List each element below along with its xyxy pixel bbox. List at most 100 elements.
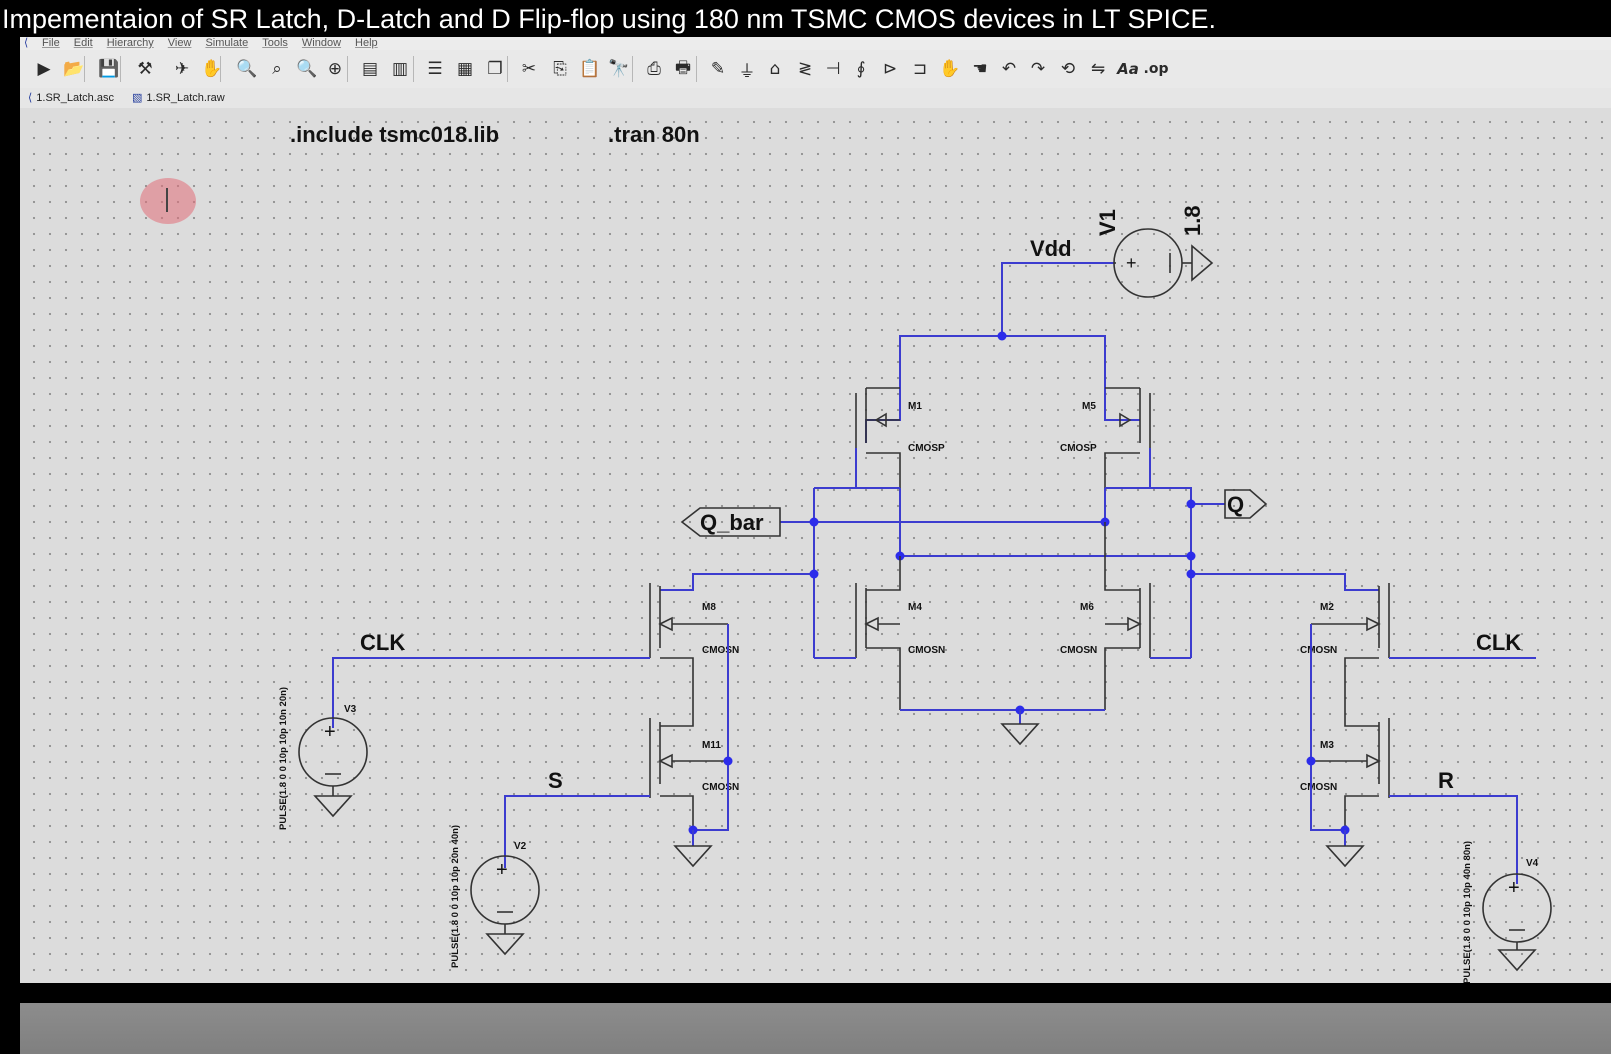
drag-icon[interactable]: ☚ (972, 59, 988, 79)
ground-icon (673, 845, 713, 868)
ltspice-window: ⟨ File Edit Hierarchy View Simulate Tool… (20, 37, 1611, 1054)
toolbar-separator (507, 56, 508, 82)
net-label-clk-left[interactable]: CLK (360, 630, 405, 655)
include-directive[interactable]: .include tsmc018.lib (290, 122, 499, 147)
redo-icon[interactable]: ↷ (1030, 59, 1046, 79)
menu-view[interactable]: View (167, 37, 192, 49)
rotate-icon[interactable]: ⟲ (1060, 59, 1076, 79)
schematic-canvas[interactable]: .include tsmc018.lib .tran 80n + V1 1.8 … (20, 108, 1611, 1054)
m5-name: M5 (1082, 401, 1096, 412)
grid-icon[interactable]: ▥ (391, 59, 409, 79)
draw-wire-icon[interactable]: ✎ (710, 59, 726, 79)
tile-vertical-icon[interactable]: ▦ (456, 59, 474, 79)
toolbar-separator (220, 56, 221, 82)
copy-icon[interactable]: ⎘ (553, 59, 567, 79)
pan-icon[interactable]: ✋ (201, 59, 223, 79)
v1-value: 1.8 (1180, 205, 1205, 236)
ground-icon[interactable]: ⏚ (738, 61, 756, 82)
diode-icon[interactable]: ⊳ (882, 59, 898, 79)
m6-model: CMOSN (1060, 645, 1097, 656)
plus-sign: + (324, 721, 336, 743)
menu-simulate[interactable]: Simulate (205, 37, 249, 49)
undo-icon[interactable]: ↶ (1001, 59, 1017, 79)
capacitor-icon[interactable]: ⊣ (825, 59, 841, 79)
inductor-icon[interactable]: ∮ (856, 59, 866, 79)
label-net-icon[interactable]: ⌂ (769, 59, 781, 79)
open-icon[interactable]: 📂 (63, 59, 85, 79)
tile-horizontal-icon[interactable]: ☰ (427, 59, 443, 79)
v3-name: V3 (344, 704, 357, 715)
q-bar-text: Q_bar (700, 510, 764, 535)
voltage-source-v1[interactable]: + V1 1.8 (1001, 205, 1214, 336)
run-icon[interactable]: ▶ (37, 59, 51, 79)
find-icon[interactable]: 🔭 (608, 59, 630, 79)
voltage-source-v3[interactable]: + V3 PULSE(1.8 0 0 10p 10p 10n 20n) (278, 687, 368, 830)
v3-value: PULSE(1.8 0 0 10p 10p 10n 20n) (278, 687, 289, 830)
net-label-r[interactable]: R (1438, 768, 1454, 793)
net-label-q[interactable]: Q (1224, 489, 1268, 519)
m2-name: M2 (1320, 602, 1334, 613)
transistor-m1[interactable]: M1 CMOSP (855, 387, 945, 488)
paste-icon[interactable]: 📋 (579, 59, 601, 79)
tab-waveform[interactable]: ▧1.SR_Latch.raw (132, 90, 225, 106)
halt-icon[interactable]: ✈ (174, 59, 190, 79)
m11-name: M11 (702, 740, 721, 751)
mirror-icon[interactable]: ⇋ (1090, 59, 1106, 79)
menu-tools[interactable]: Tools (262, 37, 288, 49)
net-label-clk-right[interactable]: CLK (1476, 630, 1521, 655)
m8-name: M8 (702, 602, 716, 613)
zoom-area-icon[interactable]: ⌕ (272, 59, 282, 79)
waveform-icon: ▧ (132, 91, 143, 104)
transistor-m8[interactable]: M8 CMOSN (649, 573, 814, 727)
zoom-out-icon[interactable]: 🔍 (296, 59, 318, 79)
net-label-q-bar[interactable]: Q_bar (680, 507, 781, 537)
ground-icon (1000, 723, 1040, 746)
menu-window[interactable]: Window (301, 37, 342, 49)
document-tab-bar: ⟨1.SR_Latch.asc ▧1.SR_Latch.raw (20, 88, 1611, 108)
q-text: Q (1227, 492, 1244, 517)
tran-directive[interactable]: .tran 80n (608, 122, 700, 147)
move-icon[interactable]: ✋ (939, 59, 961, 79)
voltage-source-v2[interactable]: + V2 PULSE(1.8 0 0 10p 10p 20n 40n) (450, 825, 540, 968)
menu-file[interactable]: File (42, 37, 60, 49)
net-label-s[interactable]: S (548, 768, 563, 793)
net-label-vdd[interactable]: Vdd (1030, 236, 1072, 261)
save-icon[interactable]: 💾 (98, 59, 120, 79)
plus-sign: + (496, 859, 508, 881)
video-caption: Impementaion of SR Latch, D-Latch and D … (0, 0, 1611, 38)
tab-schematic[interactable]: ⟨1.SR_Latch.asc (28, 90, 114, 106)
menu-help[interactable]: Help (355, 37, 378, 49)
autorange-icon[interactable]: ▤ (361, 59, 379, 79)
app-logo-icon: ⟨ (24, 37, 29, 49)
toolbar-separator (413, 56, 414, 82)
transistor-m3[interactable]: M3 CMOSN (1300, 718, 1390, 830)
m2-model: CMOSN (1300, 645, 1337, 656)
schematic-drawing[interactable]: .include tsmc018.lib .tran 80n + V1 1.8 … (20, 108, 1611, 983)
m1-model: CMOSP (908, 443, 945, 454)
menu-bar: ⟨ File Edit Hierarchy View Simulate Tool… (20, 37, 1611, 50)
transistor-m2[interactable]: M2 CMOSN (1191, 573, 1390, 727)
m3-name: M3 (1320, 740, 1334, 751)
toolbar-separator (84, 56, 85, 82)
menu-edit[interactable]: Edit (73, 37, 93, 49)
v4-name: V4 (1526, 858, 1539, 869)
transistor-m6[interactable]: M6 CMOSN (1060, 522, 1191, 710)
cascade-icon[interactable]: ❐ (487, 59, 503, 79)
voltage-source-v4[interactable]: + V4 PULSE(1.8 0 0 10p 10p 40n 80n) (1462, 841, 1552, 983)
transistor-m11[interactable]: M11 CMOSN (649, 718, 739, 830)
component-icon[interactable]: ⊐ (912, 59, 928, 79)
cut-icon[interactable]: ✂ (521, 59, 537, 79)
text-tool-button[interactable]: Aa (1117, 60, 1139, 78)
m4-name: M4 (908, 602, 922, 613)
control-panel-icon[interactable]: ⚒ (137, 59, 153, 79)
spice-directive-button[interactable]: .op (1143, 61, 1169, 77)
v2-name: V2 (514, 841, 527, 852)
zoom-fit-icon[interactable]: ⊕ (327, 59, 343, 79)
transistor-m4[interactable]: M4 CMOSN (814, 556, 945, 710)
print-preview-icon[interactable]: ⎙ (647, 59, 661, 79)
print-icon[interactable]: 🖶 (674, 57, 692, 78)
menu-hierarchy[interactable]: Hierarchy (106, 37, 154, 49)
zoom-in-icon[interactable]: 🔍 (236, 59, 258, 79)
transistor-m5[interactable]: M5 CMOSP (1060, 387, 1191, 489)
resistor-icon[interactable]: ≷ (797, 59, 813, 79)
